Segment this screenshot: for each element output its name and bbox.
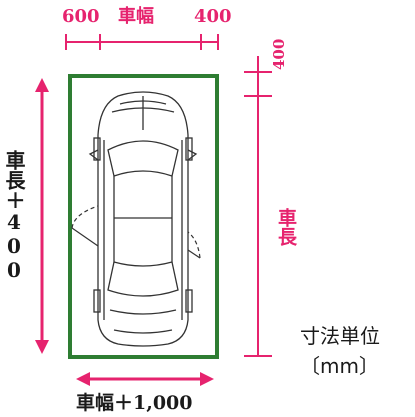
door-swing-right (187, 231, 201, 259)
left-length-label: 車長＋400 (2, 150, 26, 282)
bottom-width-arrow (76, 372, 214, 386)
unit-label: 寸法単位 (300, 324, 380, 348)
car-outline (88, 91, 198, 347)
door-swing-left (71, 205, 99, 247)
top-dimension-line (65, 34, 219, 50)
right-dimension-lines (244, 56, 272, 357)
top-dim-right-label: 400 (194, 6, 232, 27)
bottom-width-label: 車幅＋1,000 (76, 392, 193, 414)
unit-value: 〔mm〕 (300, 354, 379, 378)
top-dim-left-label: 600 (62, 6, 100, 27)
parking-space-border (68, 74, 219, 359)
right-length-label: 車長 (275, 208, 297, 246)
top-dim-center-label: 車幅 (118, 6, 154, 27)
left-length-arrow (35, 78, 49, 354)
right-top-dim-label: 400 (270, 38, 288, 70)
